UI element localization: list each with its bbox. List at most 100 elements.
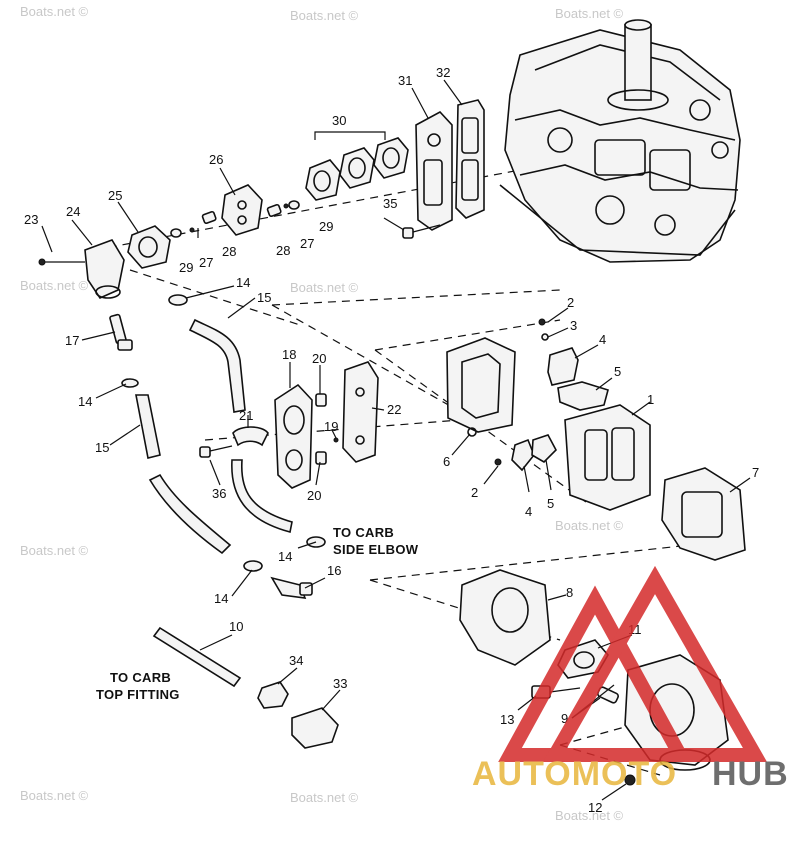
cover-31 (415, 111, 453, 231)
watermark: Boats.net © (20, 543, 89, 558)
bolt-35 (402, 224, 441, 239)
elbow-fitting-24 (38, 239, 125, 300)
callout-4: 4 (525, 504, 532, 519)
gasket-32 (455, 99, 485, 219)
callout-24: 24 (66, 204, 80, 219)
housing-18 (274, 383, 313, 489)
clamp-14 (243, 560, 263, 572)
clamp-14 (168, 294, 188, 306)
callout-8: 8 (566, 585, 573, 600)
callout-35: 35 (383, 196, 397, 211)
callout-36: 36 (212, 486, 226, 501)
callout-32: 32 (436, 65, 450, 80)
dowel-6 (467, 427, 477, 437)
gasket-30c (373, 137, 409, 179)
nut-12 (624, 774, 636, 786)
reed-block-plate (446, 337, 516, 433)
callout-9: 9 (561, 711, 568, 726)
cover-26 (221, 184, 263, 236)
stop-4 (511, 438, 535, 472)
parts-33-34 (257, 681, 339, 749)
watermark: Boats.net © (555, 518, 624, 533)
logo-text-hub: HUB (712, 755, 789, 793)
hose-15-upper (188, 318, 246, 413)
watermark: Boats.net © (20, 788, 89, 803)
notes: TO CARB SIDE ELBOW TO CARB TOP FITTING (96, 525, 418, 702)
callout-34: 34 (289, 653, 303, 668)
callout-29: 29 (179, 260, 193, 275)
callout-18: 18 (282, 347, 296, 362)
clamp-14 (121, 378, 139, 388)
gasket-7 (661, 467, 746, 561)
callout-14: 14 (278, 549, 292, 564)
hose-15-lower (135, 394, 161, 459)
callout-12: 12 (588, 800, 602, 815)
callout-7: 7 (752, 465, 759, 480)
callout-15: 15 (95, 440, 109, 455)
callout-6: 6 (443, 454, 450, 469)
callout-30: 30 (332, 113, 346, 128)
bolt-36 (199, 446, 211, 458)
gasket-30a (305, 159, 341, 201)
hose-lower-bend (148, 473, 232, 555)
callout-15: 15 (257, 290, 271, 305)
callout-19: 19 (324, 419, 338, 434)
fitting-17 (109, 313, 133, 351)
callout-10: 10 (229, 619, 243, 634)
callout-28: 28 (222, 244, 236, 259)
screw-2 (538, 318, 546, 326)
clip-21 (232, 426, 269, 447)
intake-parts (446, 318, 746, 561)
logo-text-auto: AUTOMOTO (472, 755, 677, 793)
callout-31: 31 (398, 73, 412, 88)
callout-27: 27 (300, 236, 314, 251)
note-carb-top-fitting: TO CARB (110, 670, 171, 685)
note-carb-side-elbow: TO CARB (333, 525, 394, 540)
hose-mid-bend (231, 459, 293, 533)
hose-10 (152, 626, 242, 688)
watermark: Boats.net © (290, 790, 359, 805)
watermark: Boats.net © (20, 4, 89, 19)
engine-block (499, 19, 741, 263)
gasket-30b (339, 147, 375, 189)
part-20 (315, 451, 327, 465)
callout-26: 26 (209, 152, 223, 167)
callout-14: 14 (214, 591, 228, 606)
callout-29: 29 (319, 219, 333, 234)
callout-20: 20 (312, 351, 326, 366)
callout-4: 4 (599, 332, 606, 347)
callout-33: 33 (333, 676, 347, 691)
callout-numbers: 1 2 2 3 4 4 5 5 6 7 8 9 10 11 12 13 14 1… (24, 65, 759, 815)
callout-5: 5 (614, 364, 621, 379)
logo-triangle-right (542, 565, 768, 762)
callout-2: 2 (471, 485, 478, 500)
small-fittings (170, 200, 300, 238)
automotohub-logo: AUTOMOTO HUB (472, 565, 789, 793)
callout-22: 22 (387, 402, 401, 417)
gasket-22 (342, 361, 379, 463)
adapter-8 (459, 569, 551, 666)
leader-lines (41, 79, 751, 801)
callout-21: 21 (239, 408, 253, 423)
callout-17: 17 (65, 333, 79, 348)
watermark: Boats.net © (20, 278, 89, 293)
part-20 (315, 393, 327, 407)
callout-16: 16 (327, 563, 341, 578)
watermark: Boats.net © (555, 808, 624, 823)
watermark: Boats.net © (555, 6, 624, 21)
watermark: Boats.net © (290, 8, 359, 23)
exhaust-covers (127, 99, 485, 269)
washer-3 (541, 333, 549, 341)
grommet-34 (257, 681, 289, 709)
reed-5b (531, 434, 557, 464)
watermark: Boats.net © (290, 280, 359, 295)
screw-2 (494, 458, 502, 466)
callout-20: 20 (307, 488, 321, 503)
callout-2: 2 (567, 295, 574, 310)
callout-13: 13 (500, 712, 514, 727)
callout-3: 3 (570, 318, 577, 333)
carburetor-assembly (459, 569, 729, 786)
thermostat-housing (199, 361, 379, 489)
callout-28: 28 (276, 243, 290, 258)
